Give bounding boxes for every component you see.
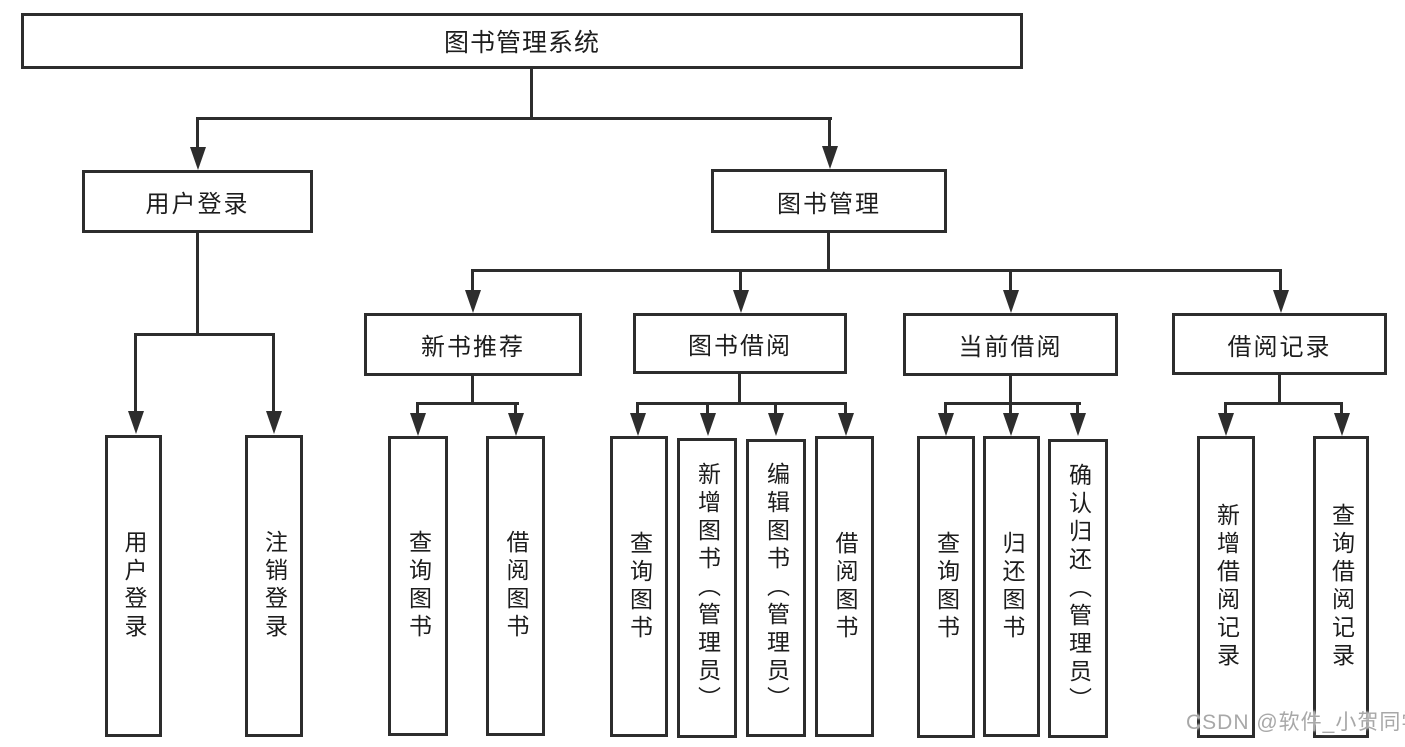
arrowhead-down-icon <box>128 411 144 434</box>
connector-line <box>636 402 639 417</box>
connector-line <box>944 402 947 417</box>
connector-line <box>416 402 419 417</box>
arrowhead-down-icon <box>465 290 481 313</box>
connector-line <box>828 117 831 150</box>
arrowhead-down-icon <box>1003 413 1019 436</box>
connector-line <box>944 402 1081 405</box>
connector-line <box>416 402 519 405</box>
node-leaf-add-borrow-record: 新增借阅记录 <box>1197 436 1255 738</box>
node-leaf-query-books-3: 查询图书 <box>917 436 975 738</box>
node-borrowing-records: 借阅记录 <box>1172 313 1387 375</box>
arrowhead-down-icon <box>630 413 646 436</box>
arrowhead-down-icon <box>700 413 716 436</box>
csdn-watermark: CSDN @软件_小贺同学 <box>1186 711 1405 734</box>
arrowhead-down-icon <box>1273 290 1289 313</box>
connector-line <box>471 374 474 404</box>
arrowhead-down-icon <box>733 290 749 313</box>
arrowhead-down-icon <box>508 413 524 436</box>
node-user-login: 用户登录 <box>82 170 313 233</box>
arrowhead-down-icon <box>190 147 206 170</box>
connector-line <box>196 117 199 150</box>
node-leaf-query-books-2: 查询图书 <box>610 436 668 737</box>
connector-line <box>706 402 709 417</box>
arrowhead-down-icon <box>838 413 854 436</box>
connector-line <box>1278 373 1281 404</box>
node-root: 图书管理系统 <box>21 13 1023 69</box>
connector-line <box>134 333 137 413</box>
arrowhead-down-icon <box>1070 413 1086 436</box>
arrowhead-down-icon <box>938 413 954 436</box>
arrowhead-down-icon <box>822 146 838 169</box>
node-leaf-add-books-admin: 新增图书（管理员） <box>677 438 737 738</box>
node-leaf-return-books: 归还图书 <box>983 436 1040 737</box>
connector-line <box>514 402 517 417</box>
node-leaf-logout: 注销登录 <box>245 435 303 737</box>
arrowhead-down-icon <box>768 413 784 436</box>
node-new-book-recommend: 新书推荐 <box>364 313 582 376</box>
arrowhead-down-icon <box>1334 413 1350 436</box>
arrowhead-down-icon <box>410 413 426 436</box>
connector-line <box>1224 402 1343 405</box>
node-leaf-confirm-return-admin: 确认归还（管理员） <box>1048 439 1108 738</box>
node-leaf-borrow-books-2: 借阅图书 <box>815 436 874 737</box>
connector-line <box>739 269 742 294</box>
connector-line <box>1076 402 1079 417</box>
connector-line <box>1009 374 1012 404</box>
connector-line <box>827 231 830 272</box>
connector-line <box>530 67 533 119</box>
connector-line <box>774 402 777 417</box>
node-leaf-user-login: 用户登录 <box>105 435 162 737</box>
connector-line <box>636 402 847 405</box>
arrowhead-down-icon <box>1218 413 1234 436</box>
connector-line <box>196 231 199 336</box>
arrowhead-down-icon <box>1003 290 1019 313</box>
node-leaf-borrow-books-1: 借阅图书 <box>486 436 545 736</box>
connector-line <box>1279 269 1282 294</box>
connector-line <box>134 333 275 336</box>
connector-line <box>471 269 1282 272</box>
connector-line <box>471 269 474 294</box>
node-leaf-query-borrow-record: 查询借阅记录 <box>1313 436 1369 738</box>
node-current-borrowing: 当前借阅 <box>903 313 1118 376</box>
node-leaf-edit-books-admin: 编辑图书（管理员） <box>746 439 806 737</box>
connector-line <box>1224 402 1227 417</box>
connector-line <box>844 402 847 417</box>
node-book-borrowing: 图书借阅 <box>633 313 847 374</box>
connector-line <box>1009 269 1012 294</box>
connector-line <box>272 333 275 413</box>
node-book-management: 图书管理 <box>711 169 947 233</box>
arrowhead-down-icon <box>266 411 282 434</box>
connector-line <box>1009 402 1012 417</box>
connector-line <box>196 117 832 120</box>
connector-line <box>1340 402 1343 417</box>
node-leaf-query-books-1: 查询图书 <box>388 436 448 736</box>
connector-line <box>738 372 741 404</box>
